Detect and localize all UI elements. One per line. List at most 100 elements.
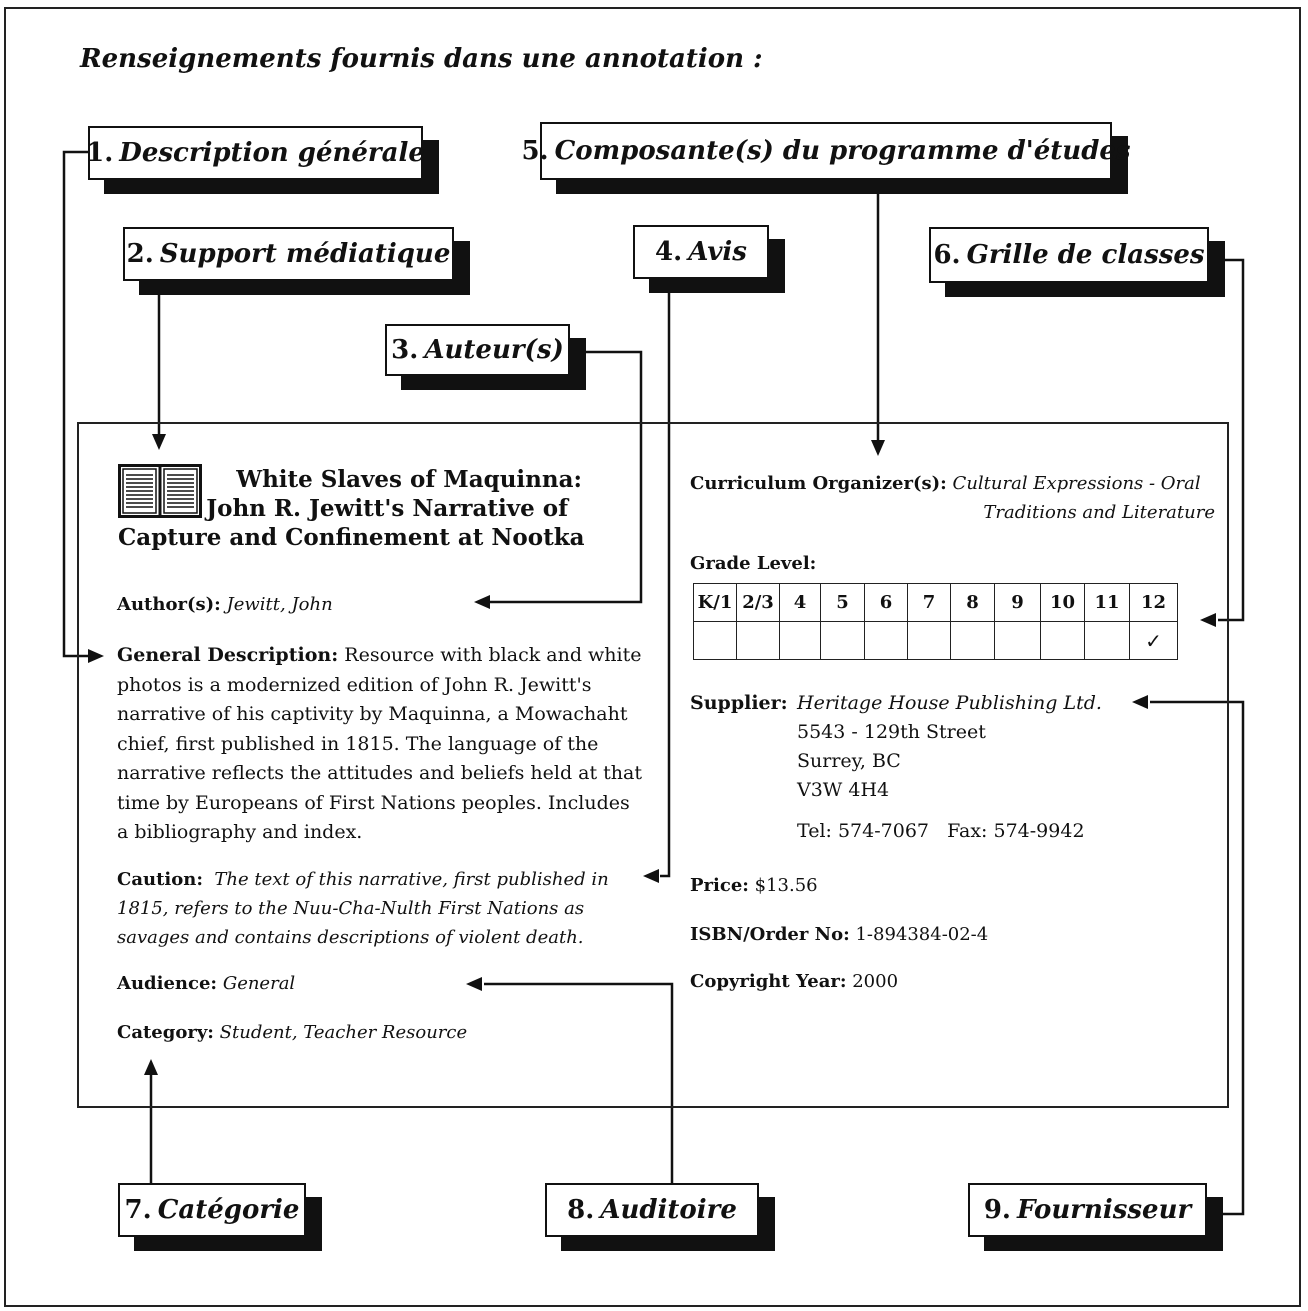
isbn-value: 1-894384-02-4 <box>855 924 989 945</box>
grade-cell: 2/3 <box>736 583 780 622</box>
audience-label: Audience: <box>117 973 218 994</box>
curriculum-value-line-2: Traditions and Literature <box>983 502 1215 523</box>
callout-label: Catégorie <box>157 1195 300 1225</box>
callout-number: 4. <box>655 237 683 267</box>
copyright-field: Copyright Year: 2000 <box>690 967 898 996</box>
grade-check-row: ✓ <box>693 621 1178 660</box>
callout-label: Description générale <box>119 138 425 168</box>
connector-4 <box>660 292 671 878</box>
callout-number: 1. <box>86 138 114 168</box>
description-value: Resource with black and white photos is … <box>117 644 642 843</box>
book-icon <box>118 464 202 518</box>
audience-value: General <box>222 973 296 994</box>
callout-label: Auditoire <box>600 1195 737 1225</box>
arrowhead-5 <box>871 440 885 456</box>
connector-3 <box>490 350 643 604</box>
category-field: Category: Student, Teacher Resource <box>117 1018 467 1047</box>
callout-caution: 4. Avis <box>633 225 769 279</box>
grade-level-label: Grade Level: <box>690 549 816 578</box>
callout-category: 7. Catégorie <box>118 1183 306 1237</box>
general-description-field: General Description: Resource with black… <box>117 641 642 848</box>
callout-number: 7. <box>124 1195 152 1225</box>
connector-6 <box>1208 258 1245 622</box>
description-label: General Description: <box>117 644 339 666</box>
caution-field: Caution: The text of this narrative, fir… <box>117 865 657 952</box>
arrowhead-3 <box>474 595 490 609</box>
arrowhead-6 <box>1200 613 1216 627</box>
grade-check-cell <box>907 621 951 660</box>
title-line-2: John R. Jewitt's Narrative of <box>206 495 568 522</box>
grade-cell: 12 <box>1129 583 1178 622</box>
callout-label: Avis <box>688 237 747 267</box>
caution-label: Caution: <box>117 869 203 890</box>
isbn-field: ISBN/Order No: 1-894384-02-4 <box>690 920 988 949</box>
grade-check-cell <box>693 621 737 660</box>
copyright-value: 2000 <box>852 971 899 992</box>
author-label: Author(s): <box>117 594 221 615</box>
curriculum-label: Curriculum Organizer(s): <box>690 473 947 494</box>
grade-cell: 10 <box>1040 583 1085 622</box>
supplier-name: Heritage House Publishing Ltd. <box>797 692 1102 714</box>
callout-number: 9. <box>983 1195 1011 1225</box>
callout-general-description: 1. Description générale <box>86 126 425 180</box>
supplier-address: Heritage House Publishing Ltd. 5543 - 12… <box>797 689 1102 846</box>
supplier-address-line: 5543 - 129th Street <box>797 721 986 743</box>
callout-number: 2. <box>126 239 154 269</box>
category-label: Category: <box>117 1022 214 1043</box>
curriculum-organizer-field: Curriculum Organizer(s): Cultural Expres… <box>690 469 1215 527</box>
grade-cell: 6 <box>864 583 908 622</box>
price-field: Price: $13.56 <box>690 871 818 900</box>
grade-check-cell <box>1084 621 1130 660</box>
callout-media-format: 2. Support médiatique <box>123 227 454 281</box>
copyright-label: Copyright Year: <box>690 971 847 992</box>
supplier-phone: Tel: 574-7067 Fax: 574-9942 <box>797 820 1085 842</box>
grade-cell: 9 <box>994 583 1041 622</box>
callout-label: Auteur(s) <box>424 335 564 365</box>
audience-field: Audience: General <box>117 969 295 998</box>
supplier-label: Supplier: <box>690 692 788 714</box>
callout-audience: 8. Auditoire <box>545 1183 759 1237</box>
title-line-3: Capture and Confinement at Nootka <box>118 524 585 551</box>
grade-level-grid: K/1 2/3 4 5 6 7 8 9 10 11 12 ✓ <box>693 583 1178 660</box>
supplier-address-line: V3W 4H4 <box>797 779 890 801</box>
grade-header-row: K/1 2/3 4 5 6 7 8 9 10 11 12 <box>693 583 1178 622</box>
author-value: Jewitt, John <box>226 594 333 615</box>
callout-label: Fournisseur <box>1016 1195 1192 1225</box>
callout-label: Grille de classes <box>966 240 1205 270</box>
arrowhead-7 <box>144 1059 158 1075</box>
arrowhead-9 <box>1132 695 1148 709</box>
grade-cell: 11 <box>1084 583 1130 622</box>
author-field: Author(s): Jewitt, John <box>117 590 333 619</box>
page-frame <box>4 7 1301 1307</box>
grade-cell: 5 <box>820 583 865 622</box>
grade-check-cell <box>1040 621 1085 660</box>
page-heading: Renseignements fournis dans une annotati… <box>80 44 763 74</box>
resource-record-card <box>77 422 1229 1108</box>
grade-cell: 7 <box>907 583 951 622</box>
callout-number: 3. <box>391 335 419 365</box>
grade-cell: K/1 <box>693 583 737 622</box>
title-line-1: White Slaves of Maquinna: <box>236 466 582 493</box>
callout-supplier: 9. Fournisseur <box>968 1183 1207 1237</box>
price-label: Price: <box>690 875 749 896</box>
curriculum-value-line-1: Cultural Expressions - Oral <box>952 473 1201 494</box>
callout-curriculum-organizers: 5. Composante(s) du programme d'études <box>521 122 1131 180</box>
supplier-field: Supplier: Heritage House Publishing Ltd.… <box>690 689 1102 842</box>
grade-check-cell <box>950 621 995 660</box>
callout-label: Composante(s) du programme d'études <box>554 136 1131 166</box>
arrowhead-4 <box>643 869 659 883</box>
arrowhead-2 <box>152 434 166 450</box>
price-value: $13.56 <box>754 875 818 896</box>
grade-level-label-text: Grade Level: <box>690 553 817 574</box>
resource-title: White Slaves of Maquinna: John R. Jewitt… <box>118 465 608 552</box>
grade-cell: 8 <box>950 583 995 622</box>
supplier-address-line: Surrey, BC <box>797 750 901 772</box>
caution-value: The text of this narrative, first publis… <box>117 869 609 948</box>
grade-check-cell <box>820 621 865 660</box>
grade-check-cell <box>779 621 821 660</box>
arrowhead-1 <box>88 649 104 663</box>
checkmark-icon: ✓ <box>1129 621 1178 660</box>
category-value: Student, Teacher Resource <box>219 1022 468 1043</box>
callout-number: 6. <box>933 240 961 270</box>
grade-cell: 4 <box>779 583 821 622</box>
